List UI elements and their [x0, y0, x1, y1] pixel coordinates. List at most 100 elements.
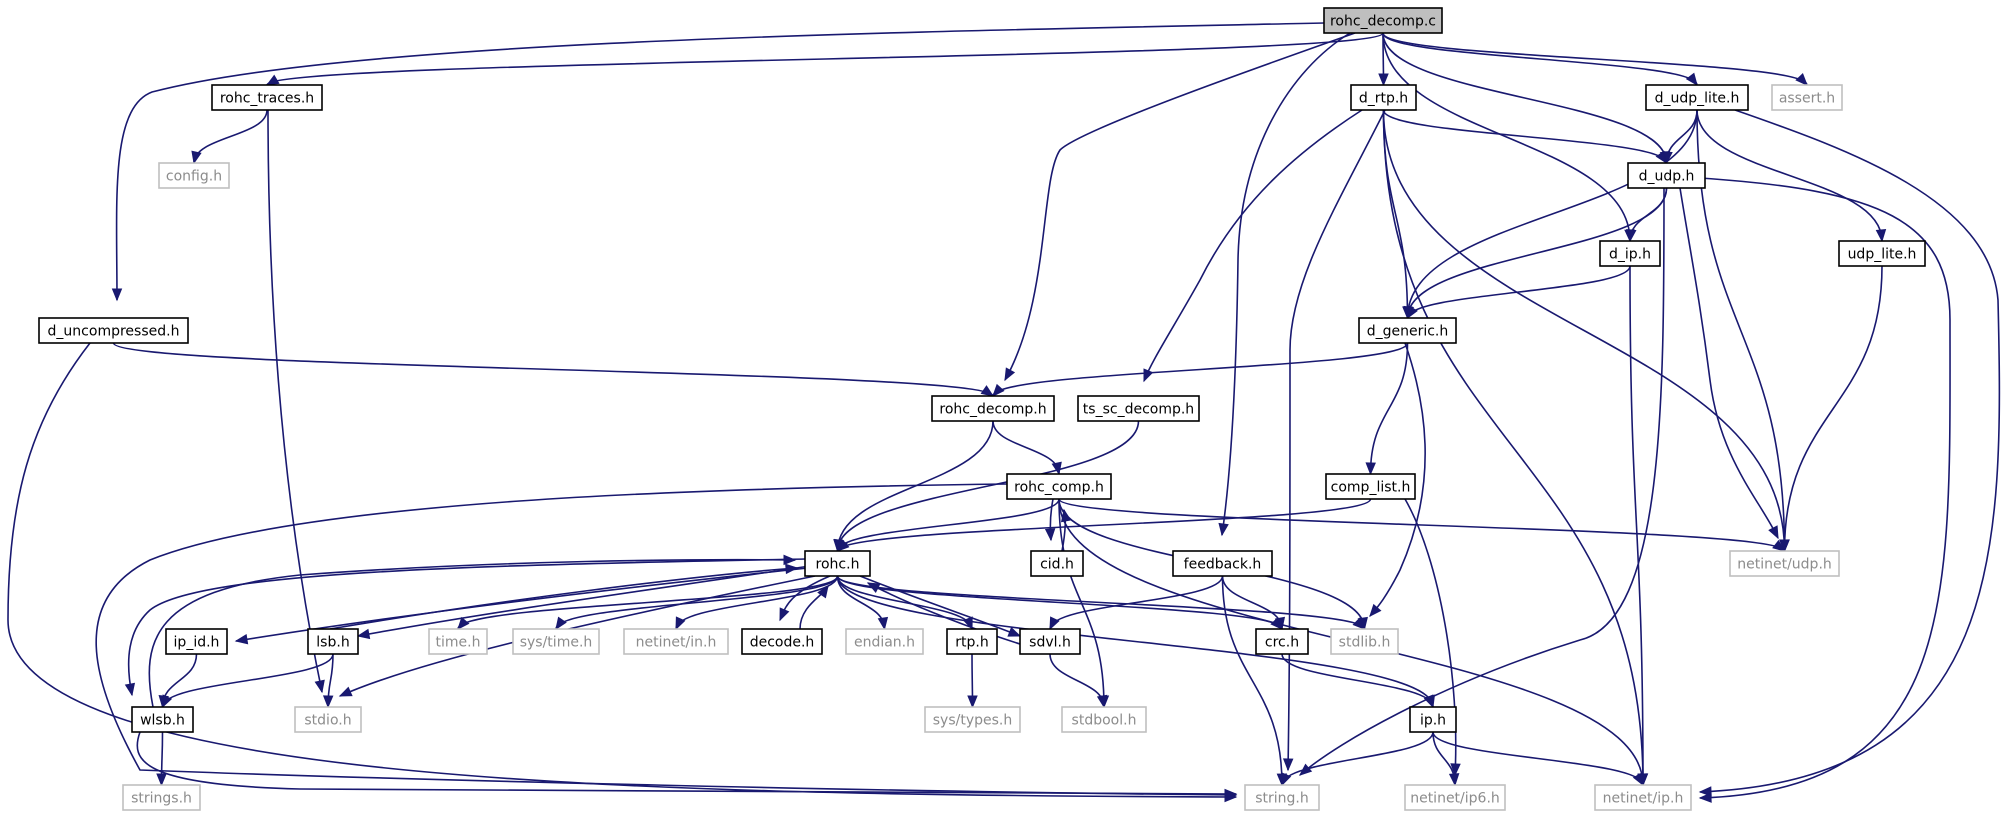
edge-line	[1382, 109, 1644, 786]
node-label: decode.h	[750, 635, 815, 651]
node-d-ip-h[interactable]: d_ip.h	[1599, 240, 1661, 267]
node-cid-h[interactable]: cid.h	[1030, 550, 1084, 577]
node-d-udp-lite-h[interactable]: d_udp_lite.h	[1645, 84, 1749, 111]
node-d-udp-h[interactable]: d_udp.h	[1627, 162, 1706, 189]
edge-line	[329, 567, 798, 630]
edge-rtp-h-to-sys-types-h	[967, 653, 978, 709]
arrowhead-icon	[992, 383, 1005, 397]
node-config-h: config.h	[158, 162, 230, 189]
node-box	[1594, 784, 1692, 811]
node-udp-lite-h[interactable]: udp_lite.h	[1838, 240, 1926, 267]
node-d-generic-h[interactable]: d_generic.h	[1358, 317, 1457, 344]
node-sys-types-h: sys/types.h	[924, 706, 1021, 733]
edge-wlsb-h-to-rohc-h	[148, 554, 797, 708]
node-label: crc.h	[1265, 635, 1299, 651]
edge-line	[136, 731, 1237, 795]
edge-d-ip-h-to-d-generic-h	[1406, 265, 1631, 320]
arrowhead-icon	[1224, 788, 1238, 800]
node-label: d_uncompressed.h	[48, 324, 180, 340]
node-wlsb-h[interactable]: wlsb.h	[131, 706, 194, 733]
node-box	[1350, 84, 1417, 111]
arrowhead-icon	[1626, 229, 1637, 243]
node-rohc-h[interactable]: rohc.h	[804, 550, 871, 577]
arrowhead-icon	[785, 563, 799, 575]
arrowhead-icon	[1369, 603, 1382, 617]
edge-cid-h-to-rohc-comp-h	[1060, 508, 1072, 552]
arrowhead-icon	[356, 628, 371, 640]
edge-rohc-decomp-c-to-d-udp-lite-h	[1382, 32, 1698, 87]
edge-line	[161, 653, 334, 708]
edge-line	[1404, 498, 1457, 776]
edge-line	[992, 420, 1060, 475]
node-rtp-h[interactable]: rtp.h	[946, 628, 998, 655]
node-box	[512, 628, 600, 655]
node-rohc-traces-h[interactable]: rohc_traces.h	[211, 84, 323, 111]
edge-line	[836, 420, 1140, 552]
arrowhead-icon	[1044, 528, 1056, 542]
node-rohc-decomp-h[interactable]: rohc_decomp.h	[931, 395, 1055, 422]
edge-rohc-traces-h-to-stdio-h	[267, 109, 325, 694]
edge-line	[1699, 109, 2001, 793]
node-ts-sc-decomp-h[interactable]: ts_sc_decomp.h	[1077, 395, 1200, 422]
node-comp-list-h[interactable]: comp_list.h	[1325, 473, 1416, 500]
edge-line	[859, 575, 1021, 637]
node-box	[1030, 550, 1084, 577]
node-lsb-h[interactable]: lsb.h	[307, 628, 359, 655]
arrowhead-icon	[1218, 522, 1229, 537]
node-box	[1323, 7, 1443, 34]
edge-line	[1287, 109, 1386, 771]
node-ip-h[interactable]: ip.h	[1409, 706, 1457, 733]
edge-line	[357, 565, 811, 637]
edge-line	[266, 32, 1384, 86]
node-label: feedback.h	[1184, 557, 1262, 573]
arrowhead-icon	[1282, 758, 1294, 772]
arrowhead-icon	[338, 686, 353, 697]
node-box	[1077, 395, 1200, 422]
edge-ip-h-to-netinet-ip6-h	[1432, 731, 1460, 787]
node-stdbool-h: stdbool.h	[1061, 706, 1147, 733]
node-label: strings.h	[131, 791, 192, 807]
node-feedback-h[interactable]: feedback.h	[1172, 550, 1273, 577]
node-rohc-comp-h[interactable]: rohc_comp.h	[1006, 473, 1112, 500]
edge-rohc-h-to-crc-h	[836, 575, 1283, 630]
node-ip-id-h[interactable]: ip_id.h	[165, 628, 228, 655]
arrowhead-icon	[1875, 229, 1887, 243]
edge-d-udp-h-to-d-ip-h	[1626, 187, 1668, 243]
node-box	[1627, 162, 1706, 189]
edge-line	[1143, 109, 1363, 382]
edge-rohc-h-to-endian-h	[836, 575, 889, 631]
node-label: d_ip.h	[1609, 247, 1651, 263]
edge-line	[1058, 498, 1786, 552]
node-label: d_generic.h	[1367, 324, 1449, 340]
node-label: rohc_decomp.h	[939, 402, 1046, 418]
edge-line	[836, 575, 1283, 630]
edge-line	[1629, 265, 1644, 786]
arrowhead-icon	[779, 607, 790, 622]
node-decode-h[interactable]: decode.h	[741, 628, 823, 655]
node-label: ts_sc_decomp.h	[1083, 402, 1194, 418]
edge-line	[112, 342, 994, 397]
node-box	[931, 395, 1055, 422]
node-label: netinet/ip.h	[1603, 791, 1684, 807]
arrowhead-icon	[1795, 73, 1808, 86]
node-rohc-decomp-c[interactable]: rohc_decomp.c	[1323, 7, 1443, 34]
node-sdvl-h[interactable]: sdvl.h	[1019, 628, 1081, 655]
edge-lsb-h-to-rohc-h	[329, 563, 799, 630]
node-d-rtp-h[interactable]: d_rtp.h	[1350, 84, 1417, 111]
edge-line	[1369, 342, 1426, 617]
node-label: netinet/ip6.h	[1410, 791, 1500, 807]
edge-sdvl-h-to-rohc-h	[866, 582, 1021, 645]
arrowhead-icon	[1448, 773, 1460, 787]
node-label: d_rtp.h	[1359, 91, 1408, 107]
arrowhead-icon	[1143, 368, 1154, 383]
edge-crc-h-to-ip-h	[1281, 653, 1434, 709]
node-crc-h[interactable]: crc.h	[1255, 628, 1309, 655]
arrowhead-icon	[1378, 73, 1389, 87]
node-d-uncompressed-h[interactable]: d_uncompressed.h	[38, 317, 189, 344]
arrowhead-icon	[817, 584, 829, 599]
edge-rohc-comp-h-to-cid-h	[1044, 498, 1056, 542]
edge-line	[555, 575, 839, 630]
node-label: string.h	[1255, 791, 1309, 807]
arrowhead-icon	[191, 150, 202, 165]
edge-comp-list-h-to-netinet-ip6-h	[1404, 498, 1461, 777]
